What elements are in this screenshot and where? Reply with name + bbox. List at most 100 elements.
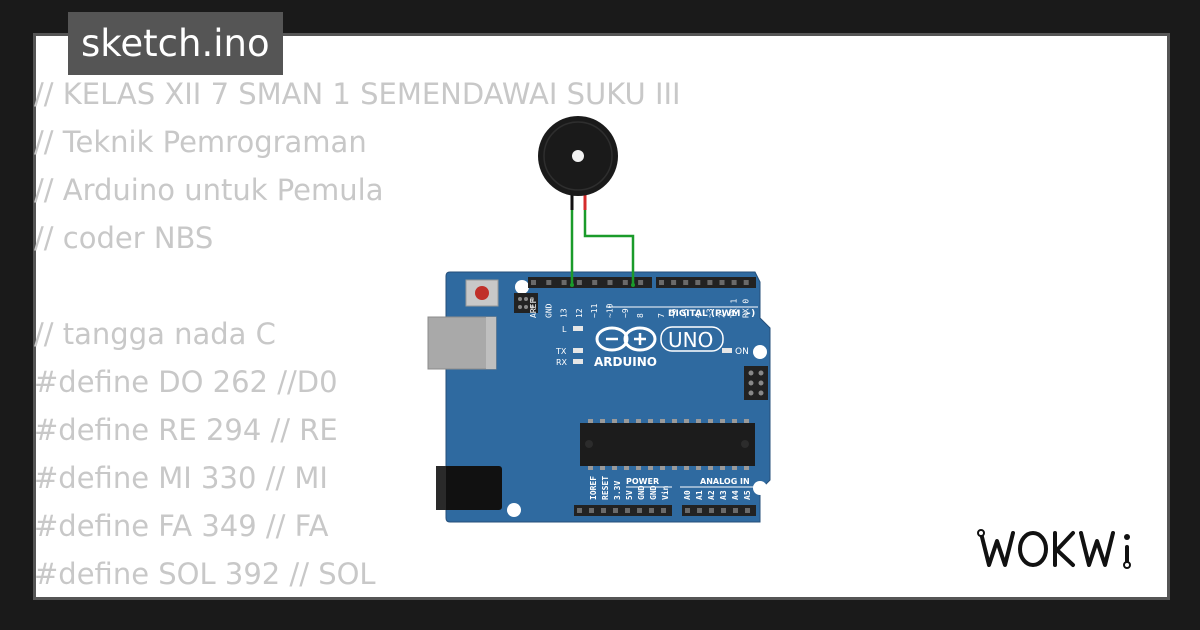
power-label: POWER [626, 477, 659, 486]
code-preview: // KELAS XII 7 SMAN 1 SEMENDAWAI SUKU II… [34, 70, 681, 598]
pin-label: Vin [660, 485, 670, 500]
header-pin [707, 280, 713, 285]
header-pin [601, 508, 606, 513]
mount-hole [515, 280, 529, 294]
code-line: // coder NBS [34, 221, 214, 255]
pin-label: 4 [693, 313, 702, 318]
file-tab[interactable]: sketch.ino [68, 12, 283, 75]
header-pin [709, 508, 714, 513]
led-rx [573, 359, 583, 364]
pin-label: A2 [707, 490, 716, 500]
chip-pin [732, 466, 737, 470]
pin-label: 13 [560, 308, 569, 318]
wire-endpoint [570, 283, 574, 287]
wire-pin9[interactable] [583, 195, 635, 286]
header-pin [592, 280, 598, 285]
header-pin [685, 508, 690, 513]
mount-hole [507, 503, 521, 517]
chip-pin [660, 419, 665, 423]
chip-pin [672, 419, 677, 423]
board-model: UNO [668, 328, 713, 352]
board-brand: ARDUINO [594, 355, 657, 369]
digital-header-right [656, 277, 756, 288]
code-line: // Teknik Pemrograman [34, 125, 367, 159]
pin-label: 8 [636, 313, 645, 318]
header-pin [731, 280, 737, 285]
digital-header-left [528, 277, 652, 288]
led-tx [573, 348, 583, 353]
code-line: #define MI 330 // MI [34, 461, 328, 495]
power-jack-edge [436, 466, 446, 510]
led-tx-label: TX [555, 347, 567, 356]
header-pin [613, 508, 618, 513]
code-line: #define FA 349 // FA [34, 509, 329, 543]
uno-badge [660, 326, 724, 352]
header-pin [733, 508, 738, 513]
header-pin [659, 280, 664, 285]
header-pin [638, 280, 644, 285]
chip-pin [744, 419, 749, 423]
chip-pin [684, 419, 689, 423]
piezo-buzzer[interactable] [538, 116, 618, 196]
usb-port [427, 316, 497, 370]
led-l-label: L [562, 325, 567, 334]
header-pin [607, 280, 613, 285]
header-pin [721, 508, 726, 513]
pin-label: ~10 [606, 303, 615, 318]
header-pin [661, 508, 666, 513]
code-line: // Arduino untuk Pemula [34, 173, 384, 207]
led-on [722, 348, 732, 353]
chip-pin [648, 466, 653, 470]
pin-label: IOREF [589, 476, 598, 500]
header-pin [561, 280, 567, 285]
header-pin [546, 280, 552, 285]
power-jack [436, 466, 502, 510]
pin-label: RX 0 [742, 299, 751, 318]
pin-label: GND [649, 485, 658, 500]
pin-label: GND [544, 303, 553, 318]
pin-label: TX 1 [730, 299, 739, 318]
led-l [573, 326, 583, 331]
pin-label: ~5 [681, 308, 690, 318]
led-rx-label: RX [556, 358, 568, 367]
header-pin [745, 508, 750, 513]
header-pin [589, 508, 594, 513]
chip-pin [612, 466, 617, 470]
chip-pin [708, 419, 713, 423]
header-pin [743, 280, 749, 285]
analog-label: ANALOG IN [700, 477, 750, 486]
pin-label: A1 [695, 490, 704, 500]
arduino-infinity-icon [595, 326, 657, 352]
chip-pin [720, 466, 725, 470]
atmega-chip [580, 423, 755, 466]
chip-pin [732, 419, 737, 423]
chip-pin [720, 419, 725, 423]
header-pin [649, 508, 654, 513]
code-line: // KELAS XII 7 SMAN 1 SEMENDAWAI SUKU II… [34, 77, 681, 111]
header-pin [683, 280, 689, 285]
chip-pin [588, 419, 593, 423]
pin-label: 12 [575, 308, 584, 318]
chip-pin [624, 419, 629, 423]
wires[interactable] [570, 195, 635, 287]
reset-button-cap[interactable] [475, 286, 489, 300]
icsp-header [744, 366, 768, 400]
chip-pin [708, 466, 713, 470]
header-pin [531, 280, 536, 285]
chip-pin [636, 419, 641, 423]
chip-pin [588, 466, 593, 470]
pin-label: 7 [657, 313, 666, 318]
wire-endpoint [631, 283, 635, 287]
header-pin [622, 280, 628, 285]
code-line: #define RE 294 // RE [34, 413, 338, 447]
mount-hole [753, 481, 767, 495]
pin-label: ~6 [669, 308, 678, 318]
header-pin [671, 280, 677, 285]
header-pin [695, 280, 701, 285]
power-header [574, 505, 672, 516]
icsp-header-small [514, 293, 538, 313]
header-pin [697, 508, 702, 513]
digital-label: DIGITAL (PWM ~) [668, 309, 755, 319]
